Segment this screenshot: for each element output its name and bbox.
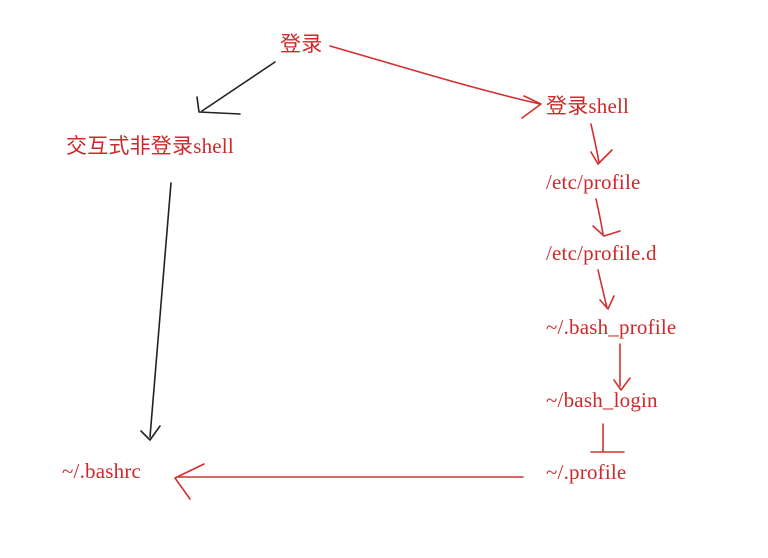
arrow-etc-profile-d-to-bash-profile [597, 269, 615, 310]
arrow-bash-login-to-profile [590, 423, 625, 453]
arrow-bash-profile-to-bash-login [613, 343, 631, 391]
node-etc-profile-d: /etc/profile.d [546, 241, 657, 265]
arrow-profile-to-bashrc [174, 463, 524, 500]
arrow-interactive-to-bashrc [140, 182, 172, 441]
arrow-login-to-interactive-shell [196, 61, 276, 115]
node-login-shell: 登录shell [546, 94, 630, 118]
arrow-login-shell-to-etc-profile [590, 123, 613, 165]
node-interactive-non-login-shell: 交互式非登录shell [66, 134, 234, 158]
node-etc-profile: /etc/profile [546, 170, 641, 194]
node-bash-login: ~/bash_login [546, 388, 658, 412]
node-profile: ~/.profile [546, 460, 627, 484]
node-bashrc: ~/.bashrc [62, 459, 142, 483]
arrow-etc-profile-to-etc-profile-d [592, 198, 621, 237]
arrow-login-to-login-shell [329, 45, 542, 119]
node-bash-profile: ~/.bash_profile [546, 315, 677, 339]
node-login: 登录 [280, 32, 323, 56]
